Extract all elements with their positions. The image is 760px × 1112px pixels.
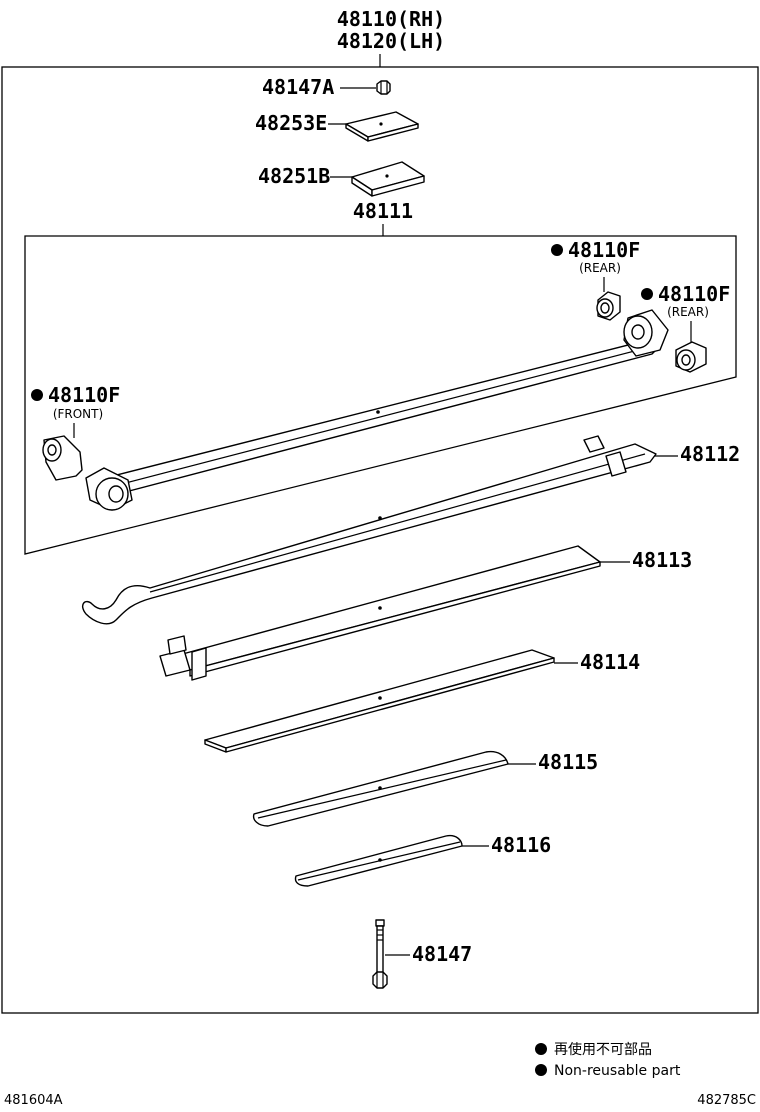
leaf-6-part [294, 834, 463, 887]
leaf-5-part [252, 750, 509, 827]
legend-mark-jp [535, 1043, 547, 1055]
assembly-label-lh: 48120(LH) [337, 29, 445, 53]
nut-part [376, 80, 391, 95]
label-center-bolt: 48147 [412, 942, 472, 966]
outer-frame [1, 66, 759, 1014]
label-leaf-2: 48112 [680, 442, 740, 466]
seat-lower-part [351, 161, 425, 197]
label-leaf-5: 48115 [538, 750, 598, 774]
legend-text-jp: 再使用不可部品 [554, 1041, 652, 1058]
bushing-rear-2-part [675, 341, 707, 373]
legend-mark-en [535, 1064, 547, 1076]
note-bushing-rear-2: (REAR) [667, 305, 709, 319]
seat-upper-part [345, 111, 419, 142]
label-main-leaf-assy: 48111 [353, 199, 413, 223]
non-reusable-mark-rear-1 [551, 244, 563, 256]
label-seat-upper: 48253E [255, 111, 327, 135]
label-bushing-rear-2: 48110F [658, 282, 730, 306]
label-seat-lower: 48251B [258, 164, 330, 188]
label-leaf-3: 48113 [632, 548, 692, 572]
label-nut: 48147A [262, 75, 334, 99]
center-bolt-part [372, 919, 388, 989]
leaf-2-part [82, 435, 657, 625]
footer-code-right: 482785C [697, 1093, 756, 1108]
bushing-rear-1-part [596, 291, 621, 321]
note-bushing-front: (FRONT) [53, 407, 103, 421]
non-reusable-mark-front [31, 389, 43, 401]
label-leaf-6: 48116 [491, 833, 551, 857]
label-bushing-rear-1: 48110F [568, 238, 640, 262]
label-bushing-front: 48110F [48, 383, 120, 407]
inner-frame [24, 235, 737, 555]
non-reusable-mark-rear-2 [641, 288, 653, 300]
label-leaf-4: 48114 [580, 650, 640, 674]
footer-code-left: 481604A [4, 1093, 63, 1108]
leaf-4-part [204, 649, 555, 753]
assembly-label-rh: 48110(RH) [337, 7, 445, 31]
legend-text-en: Non-reusable part [554, 1063, 681, 1079]
main-leaf-part [85, 309, 669, 511]
bushing-front-part [42, 435, 83, 481]
note-bushing-rear-1: (REAR) [579, 261, 621, 275]
leaf-3-part [159, 545, 601, 681]
